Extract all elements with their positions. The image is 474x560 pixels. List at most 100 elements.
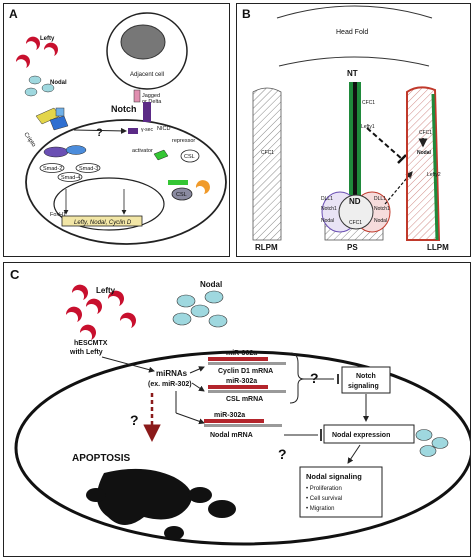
panel-b-letter: B (242, 7, 251, 21)
rlpm-region (252, 87, 282, 241)
notch1-right-label: Notch1 (374, 206, 390, 212)
bullet-migration: • Migration (306, 506, 334, 512)
mir302a-bar-3 (204, 419, 264, 423)
node-cfc1-label: CFC1 (349, 220, 362, 226)
mir302a-bar-2 (208, 385, 268, 389)
jagged-label: Jagged (142, 93, 160, 99)
apoptotic-bodies (86, 468, 236, 540)
cripto-label: Cripto (22, 132, 36, 149)
activator-label: activator (132, 148, 153, 154)
panel-c-letter: C (10, 267, 20, 282)
smad3 (75, 163, 101, 173)
smad2 (39, 163, 65, 173)
bullet-cell-survival: • Cell survival (306, 496, 342, 502)
mir302a-label-3: miR-302a (214, 412, 245, 419)
adjacent-cell-nucleus (120, 24, 166, 60)
question-apoptosis: ? (130, 412, 139, 428)
nodal-cluster (172, 290, 228, 328)
smad3-label: Smad-3 (79, 166, 98, 172)
cyclin-mrna-label: Cyclin D1 mRNA (218, 368, 273, 375)
ps-label: PS (347, 243, 358, 252)
nodal-left-label: Nodal (321, 218, 334, 224)
mir302a-label-2: miR-302a (226, 378, 257, 385)
or-delta-label: or Delta (142, 99, 162, 105)
lefty-cluster (65, 284, 136, 340)
head-fold-arc (276, 5, 433, 19)
lefty-group (15, 36, 58, 68)
notch-label: Notch (111, 104, 137, 114)
mirnas-label: miRNAs (156, 369, 188, 378)
smad4-label: Smad-4 (61, 175, 80, 181)
with-lefty-label: with Lefty (69, 349, 103, 356)
notch-signaling-label-2: signaling (348, 383, 379, 390)
panel-a-diagram: A Adjacent cell Jagged or Delta Lefty No… (9, 7, 227, 245)
head-fold-label: Head Fold (336, 29, 368, 36)
nt-label: NT (347, 69, 358, 78)
nodal-icon (431, 437, 449, 449)
nodal-icon (419, 445, 437, 457)
llpm-label: LLPM (427, 243, 449, 252)
panel-a: A Adjacent cell Jagged or Delta Lefty No… (3, 3, 230, 257)
question-nodal: ? (278, 446, 287, 462)
lefty-icon (15, 54, 30, 68)
nodal-icon (28, 75, 42, 85)
llpm-cfc1-label: CFC1 (419, 130, 432, 136)
question-mark: ? (96, 127, 103, 139)
nodal-icon (41, 83, 55, 93)
lefty1-inhibition (366, 127, 403, 160)
nicd-fragment (128, 128, 138, 134)
nodal-icon (415, 429, 433, 441)
panel-c: C Lefty Nodal hESCMTX with Lefty miRNAs … (3, 262, 471, 557)
repressor-label: repressor (172, 138, 195, 144)
panel-a-letter: A (9, 7, 18, 21)
lefty-label: Lefty (96, 286, 116, 295)
csl-label-lower: CSL (176, 192, 187, 198)
notch-signaling-label-1: Notch (356, 373, 376, 380)
nicd-label: NICD (157, 126, 170, 132)
target-genes-dna (61, 215, 143, 227)
notch-receptor (143, 102, 151, 122)
mir302a-bar-1 (208, 357, 268, 361)
panel-c-diagram: C Lefty Nodal hESCMTX with Lefty miRNAs … (10, 267, 470, 546)
dll1-left-label: DLL1 (321, 196, 333, 202)
csl-mrna-bar (208, 390, 286, 393)
nodal-icon (24, 87, 38, 97)
csl-protein-lower (171, 187, 193, 201)
smad2-label: Smad-2 (43, 166, 62, 172)
nd-label: ND (349, 197, 361, 206)
receptor-complex (35, 107, 69, 131)
smad4 (57, 172, 83, 182)
adjacent-cell-label: Adjacent cell (130, 72, 164, 78)
csl-protein-upper (180, 149, 200, 163)
notch-signaling-box (341, 366, 391, 394)
csl-label-upper: CSL (184, 154, 195, 160)
lefty2-label: Lefty2 (427, 172, 441, 178)
brace (289, 352, 305, 404)
hescmtx-cell (14, 350, 470, 546)
lefty-label: Lefty (40, 36, 55, 42)
panel-b: B Head Fold CFC1 RLPM NT CFC1 Lefty1 ND … (236, 3, 471, 257)
nodal-expression-box (323, 424, 415, 444)
target-genes-label: Lefty, Nodal, Cyclin D (74, 220, 132, 226)
dll1-right-label: DLL1 (374, 196, 386, 202)
nodal-expression-label: Nodal expression (332, 432, 390, 439)
nodal-signaling-label: Nodal signaling (306, 472, 362, 481)
lefty-icon (25, 36, 40, 50)
panel-b-diagram: B Head Fold CFC1 RLPM NT CFC1 Lefty1 ND … (242, 5, 449, 252)
rlpm-cfc1-label: CFC1 (261, 150, 274, 156)
mirnas-example: (ex. miR-302) (148, 381, 192, 388)
llpm-nodal-label: Nodal (417, 150, 432, 156)
nodal-signaling-box (299, 466, 383, 518)
notch1-left-label: Notch1 (321, 206, 337, 212)
nodal-mrna-bar (204, 424, 282, 427)
nodal-mrna-label: Nodal mRNA (210, 432, 253, 439)
lefty1-label: Lefty1 (361, 124, 375, 130)
nodal-label: Nodal (200, 280, 222, 289)
llpm-region (406, 86, 441, 241)
activator-protein (153, 149, 169, 161)
cyclin-mrna-bar (208, 362, 286, 365)
jagged-delta-ligand (133, 89, 141, 103)
hescmtx-label: hESCMTX (74, 340, 108, 347)
mir302a-label-1: miR-302a (226, 350, 257, 357)
nodal-right-label: Nodal (374, 218, 387, 224)
